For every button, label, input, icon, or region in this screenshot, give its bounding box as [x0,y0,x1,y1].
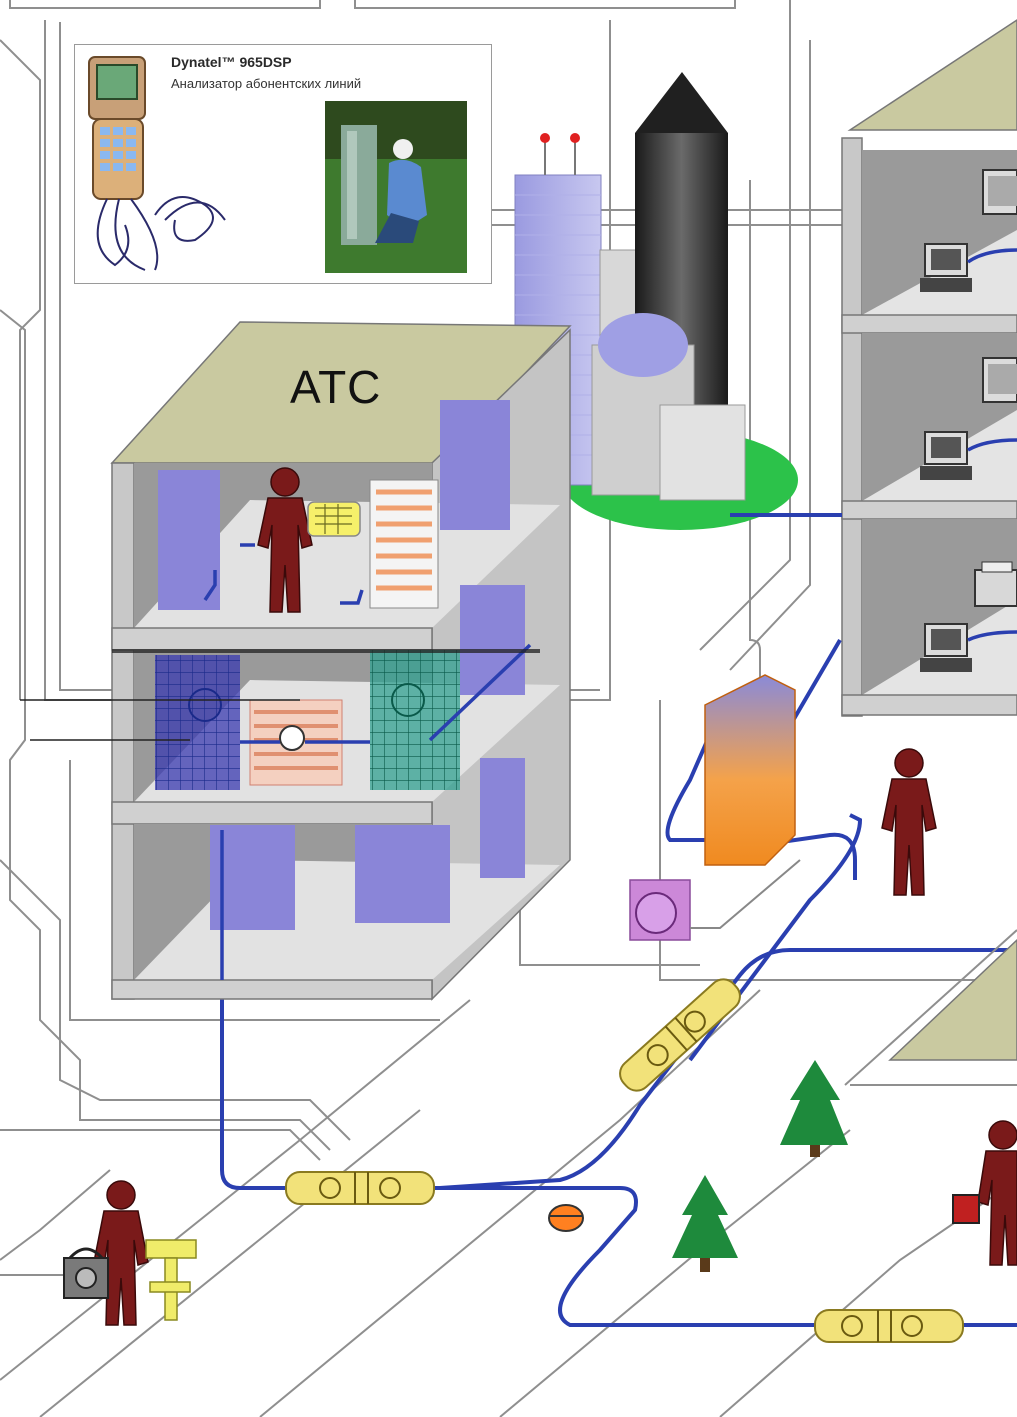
person-icon [977,1120,1017,1266]
computer-icon [982,169,1017,215]
product-illustration [88,56,467,273]
splice-closure-icon [619,978,741,1092]
computer-icon [920,431,972,480]
person-icon [93,1180,149,1326]
splice-closure-icon [814,1309,964,1343]
test-handset-icon [307,501,361,537]
analyzer-device-icon [88,56,226,271]
fax-icon [974,561,1017,607]
paint-bucket-icon [952,1194,980,1224]
computer-icon [920,623,972,672]
product-name: Dynatel™ 965DSP [171,54,292,70]
tree-icon [672,1175,738,1272]
roof-lower-right [888,938,1017,1061]
computer-icon [920,243,972,292]
technician-photo [325,101,467,273]
splice-closure-icon [285,1171,435,1205]
atc-building [110,321,572,1001]
product-description: Анализатор абонентских линий [171,76,362,91]
computer-icon [982,357,1017,403]
tree-icon [780,1060,848,1157]
person-icon [257,467,313,613]
cable-tester-icon [63,1247,109,1299]
person-icon [881,748,937,896]
product-callout: Dynatel™ 965DSP Анализатор абонентских л… [74,44,492,284]
street-cabinet [629,674,801,941]
locator-icon [145,1239,197,1321]
probe-icon [548,1204,584,1232]
atc-label: АТС [290,361,382,413]
